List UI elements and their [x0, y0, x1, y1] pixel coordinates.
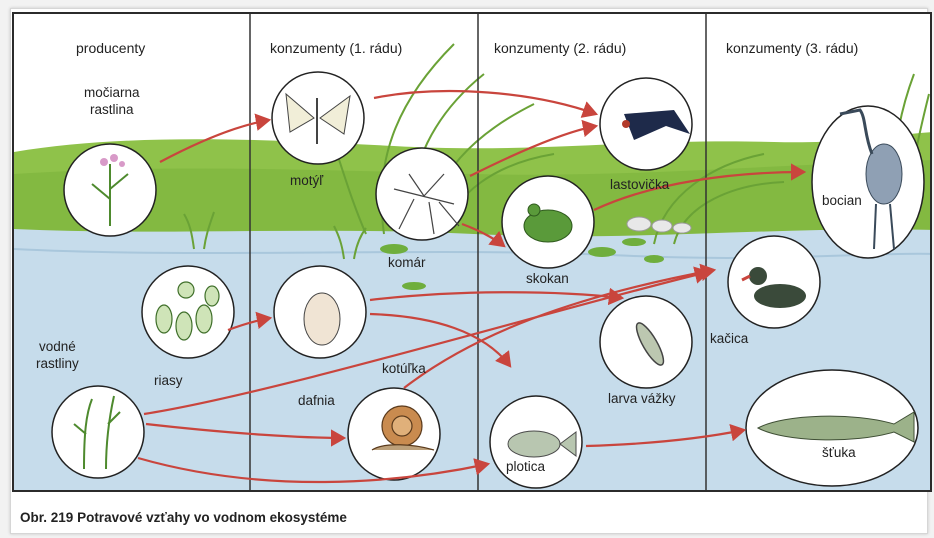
- label-motyl: motýľ: [290, 172, 323, 189]
- label-komar: komár: [388, 254, 426, 271]
- column-heading-producenty: producenty: [76, 40, 145, 56]
- food-web-diagram: producenty konzumenty (1. rádu) konzumen…: [12, 12, 932, 492]
- label-mociarna-rastlina: močiarna rastlina: [84, 84, 140, 118]
- kacica-circle: [728, 236, 820, 328]
- column-heading-konzumenty-3: konzumenty (3. rádu): [726, 40, 858, 56]
- label-vodne-rastliny: vodné rastliny: [36, 338, 79, 372]
- label-dafnia: dafnia: [298, 392, 335, 409]
- label-kotulka: kotúľka: [382, 360, 426, 377]
- column-heading-konzumenty-2: konzumenty (2. rádu): [494, 40, 626, 56]
- scene-illustration: [14, 14, 932, 492]
- label-bocian: bocian: [822, 192, 862, 209]
- vodne-rastliny-circle: [52, 386, 144, 478]
- label-riasy: riasy: [154, 372, 183, 389]
- label-lastovicka: lastovička: [610, 176, 669, 193]
- caption-number: Obr. 219: [20, 510, 73, 525]
- caption-text: Potravové vzťahy vo vodnom ekosystéme: [77, 510, 347, 525]
- label-plotica: plotica: [506, 458, 545, 475]
- label-skokan: skokan: [526, 270, 569, 287]
- riasy-circle: [142, 266, 234, 358]
- label-kacica: kačica: [710, 330, 748, 347]
- figure-caption: Obr. 219 Potravové vzťahy vo vodnom ekos…: [20, 510, 347, 525]
- label-stuka: šťuka: [822, 444, 856, 461]
- label-larva-vazky: larva vážky: [608, 390, 676, 407]
- column-heading-konzumenty-1: konzumenty (1. rádu): [270, 40, 402, 56]
